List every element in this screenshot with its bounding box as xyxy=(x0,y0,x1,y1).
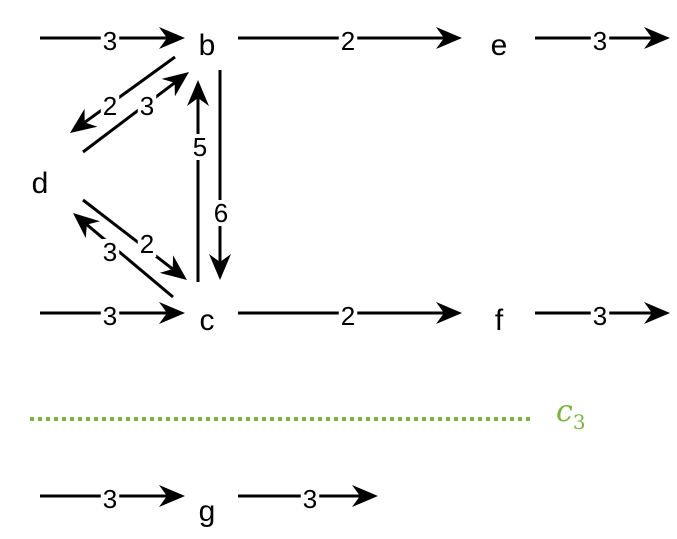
edge-label-backdrop xyxy=(590,303,610,329)
edge-d-b-line xyxy=(82,81,176,154)
edge-label-backdrop xyxy=(590,28,610,54)
edge-label-out-e: 3 xyxy=(593,26,607,56)
edge-label-d-c: 2 xyxy=(140,229,154,259)
edge-label-backdrop xyxy=(100,93,120,119)
node-d: d xyxy=(32,167,49,200)
edge-c-d-arrowhead-icon xyxy=(73,213,100,239)
edge-in-g-arrowhead-icon xyxy=(159,485,185,507)
edge-label-c-d: 3 xyxy=(103,237,117,267)
cut-label-subscript: 3 xyxy=(573,410,586,434)
edge-lines xyxy=(40,27,670,507)
edge-label-backdrop xyxy=(338,28,358,54)
edge-in-b-arrowhead-icon xyxy=(159,27,185,49)
node-e: e xyxy=(491,29,508,62)
edge-c-f-arrowhead-icon xyxy=(436,302,462,324)
node-f: f xyxy=(495,304,504,337)
cut-label: c3 xyxy=(556,394,586,434)
edge-label-backdrop xyxy=(100,303,120,329)
edge-label-b-c: 6 xyxy=(214,198,228,228)
edge-label-backdrop xyxy=(100,239,120,265)
edge-label-in-c: 3 xyxy=(103,301,117,331)
edge-label-d-b: 3 xyxy=(140,91,154,121)
edge-out-e-arrowhead-icon xyxy=(644,27,670,49)
node-c: c xyxy=(200,304,215,337)
edge-d-c-arrowhead-icon xyxy=(159,255,187,280)
edge-b-d-line xyxy=(83,55,176,124)
node-g: g xyxy=(199,495,216,528)
edge-label-c-b: 5 xyxy=(193,132,207,162)
edge-label-out-g: 3 xyxy=(303,484,317,514)
edge-d-c-line xyxy=(82,198,174,271)
edge-label-backdrop xyxy=(300,486,320,512)
edge-label-backdrop xyxy=(338,303,358,329)
edge-label-backdrop xyxy=(190,134,210,160)
edge-d-b-arrowhead-icon xyxy=(161,72,189,97)
edge-c-d-line xyxy=(85,223,174,299)
edge-label-b-d: 2 xyxy=(103,91,117,121)
edge-label-in-b: 3 xyxy=(103,26,117,56)
edge-label-in-g: 3 xyxy=(103,484,117,514)
edge-b-c-arrowhead-icon xyxy=(209,254,231,280)
edge-label-out-f: 3 xyxy=(593,301,607,331)
edge-label-backdrop xyxy=(100,486,120,512)
edge-c-b-arrowhead-icon xyxy=(187,80,209,106)
edge-b-e-arrowhead-icon xyxy=(436,27,462,49)
edge-label-c-f: 2 xyxy=(341,301,355,331)
edge-out-f-arrowhead-icon xyxy=(644,302,670,324)
edge-label-backdrop xyxy=(137,93,157,119)
edge-out-g-arrowhead-icon xyxy=(352,485,378,507)
edge-label-backdrop xyxy=(211,200,231,226)
node-b: b xyxy=(199,29,216,62)
edge-label-b-e: 2 xyxy=(341,26,355,56)
edge-label-backdrop xyxy=(137,231,157,257)
cut-label-letter: c xyxy=(556,394,573,429)
edge-label-backdrop xyxy=(100,28,120,54)
edge-b-d-arrowhead-icon xyxy=(70,108,98,133)
edge-in-c-arrowhead-icon xyxy=(159,302,185,324)
